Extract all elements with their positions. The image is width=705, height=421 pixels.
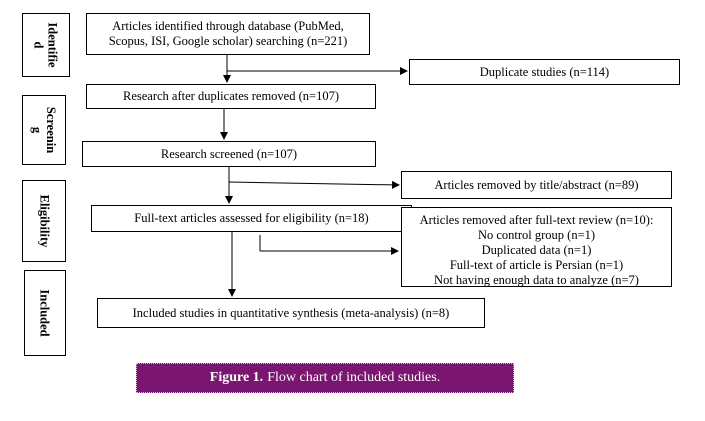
removed-fulltext-title: Articles removed after full-text review … (419, 213, 654, 227)
removed-fulltext-item: Not having enough data to analyze (n=7) (434, 273, 639, 287)
removed-fulltext-item: Full-text of article is Persian (n=1) (449, 258, 624, 272)
box-removed-title-text: Articles removed by title/abstract (n=89… (434, 177, 639, 192)
box-fulltext-text: Full-text articles assessed for eligibil… (134, 211, 369, 225)
arrow-to-removed-title (228, 180, 400, 189)
box-duplicates: Duplicate studies (n=114) (409, 59, 680, 85)
stage-identified: Identifie d (22, 13, 70, 77)
box-after-duplicates-text: Research after duplicates removed (n=107… (123, 89, 339, 103)
box-removed-title: Articles removed by title/abstract (n=89… (401, 171, 672, 199)
removed-fulltext-item: Duplicated data (n=1) (481, 243, 592, 257)
box-screened-text: Research screened (n=107) (160, 146, 298, 161)
removed-fulltext-item: No control group (n=1) (477, 228, 596, 242)
box-included-text: Included studies in quantitative synthes… (132, 305, 450, 320)
stage-screening: Screenin g (22, 95, 66, 165)
caption-label: Figure 1. (209, 370, 264, 385)
figure-caption: Figure 1. Flow chart of included studies… (136, 363, 514, 393)
box-screened: Research screened (n=107) (82, 141, 376, 167)
box-identified-text: Articles identified through database (Pu… (108, 19, 348, 48)
box-duplicates-text: Duplicate studies (n=114) (479, 64, 610, 79)
stage-eligibility: Eligibility (22, 180, 66, 262)
box-included: Included studies in quantitative synthes… (97, 298, 485, 328)
box-identified: Articles identified through database (Pu… (86, 13, 370, 55)
box-fulltext: Full-text articles assessed for eligibil… (91, 205, 412, 232)
caption-text: Flow chart of included studies. (267, 370, 441, 385)
box-removed-fulltext: Articles removed after full-text review … (401, 207, 672, 287)
stage-included: Included (24, 270, 66, 356)
box-after-duplicates: Research after duplicates removed (n=107… (86, 84, 376, 109)
